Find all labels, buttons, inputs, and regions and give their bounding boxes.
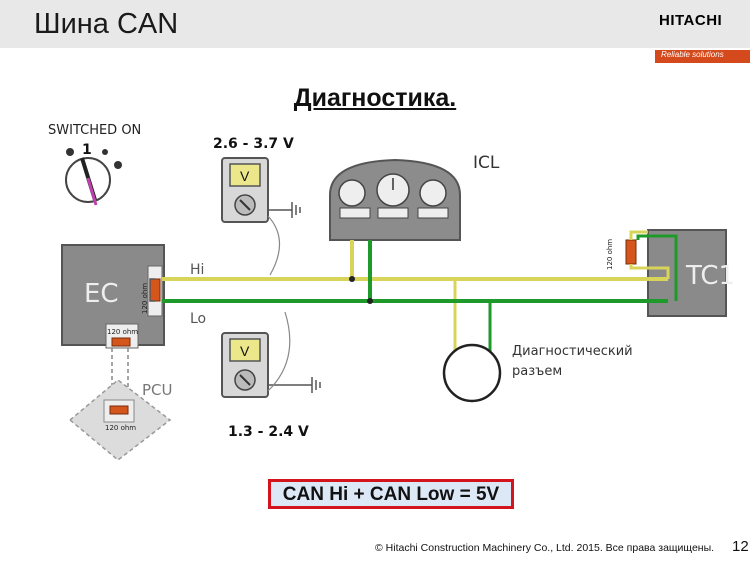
diagnostic-port-icon — [442, 343, 502, 403]
switch-number: 1 — [82, 142, 92, 158]
pcu-resistor-top-label: 120 ohm — [107, 328, 138, 336]
diagnostic-connector: Диагностический разъем — [442, 343, 633, 403]
can-wires: Hi Lo — [149, 230, 678, 352]
voltmeter-hi: 2.6 - 3.7 V V — [213, 136, 301, 276]
switch-contact-top-icon — [102, 149, 108, 155]
meter-hi-label: V — [240, 168, 250, 184]
switch-contact-left-icon — [66, 148, 74, 156]
header-title: Шина CAN — [34, 8, 179, 40]
tc1-resistor-label: 120 ohm — [606, 239, 614, 270]
icl-cluster: ICL — [329, 153, 500, 241]
lo-label: Lo — [190, 311, 206, 327]
switch-contact-right-icon — [114, 161, 122, 169]
voltage-high-label: 2.6 - 3.7 V — [213, 136, 294, 152]
ec-resistor-label: 120 ohm — [141, 283, 149, 314]
formula-box: CAN Hi + CAN Low = 5V — [268, 479, 514, 509]
meter-lo-label: V — [240, 343, 250, 359]
switch-label: SWITCHED ON — [48, 123, 141, 138]
icl-label: ICL — [473, 153, 500, 173]
ignition-switch: SWITCHED ON 1 — [48, 123, 141, 206]
tc1-unit: TC1 120 ohm — [606, 229, 735, 317]
pcu-resistor-top-icon — [111, 337, 131, 347]
pcu-label: PCU — [142, 381, 173, 399]
diag-label-line1: Диагностический — [512, 344, 633, 359]
switch-body-icon — [65, 157, 111, 203]
pcu-resistor-label: 120 ohm — [105, 424, 136, 432]
header-bar: Шина CAN HITACHI Reliable solutions — [0, 0, 750, 63]
hi-label: Hi — [190, 262, 204, 278]
switch-wire-icon — [86, 177, 98, 206]
tc1-resistor-icon — [625, 239, 637, 265]
voltage-low-label: 1.3 - 2.4 V — [228, 424, 309, 440]
tc1-label: TC1 — [685, 261, 735, 291]
pcu-resistor-icon — [109, 405, 129, 415]
hitachi-logo: HITACHI Reliable solutions — [655, 6, 750, 63]
pcu-unit: PCU 120 ohm — [68, 379, 173, 461]
ec-label: EC — [84, 279, 119, 309]
footer-copyright: © Hitachi Construction Machinery Co., Lt… — [375, 542, 715, 554]
diag-label-line2: разъем — [512, 364, 562, 379]
voltmeter-lo: V 1.3 - 2.4 V — [221, 311, 321, 440]
ec-resistor-icon — [149, 278, 161, 302]
logo-tagline-bar: Reliable solutions — [655, 50, 750, 63]
formula-text: CAN Hi + CAN Low = 5V — [282, 484, 500, 505]
logo-tagline: Reliable solutions — [661, 50, 724, 59]
logo-text: HITACHI — [659, 12, 723, 29]
slide-title: Диагностика. — [293, 84, 457, 112]
page-number: 12 — [732, 538, 749, 555]
